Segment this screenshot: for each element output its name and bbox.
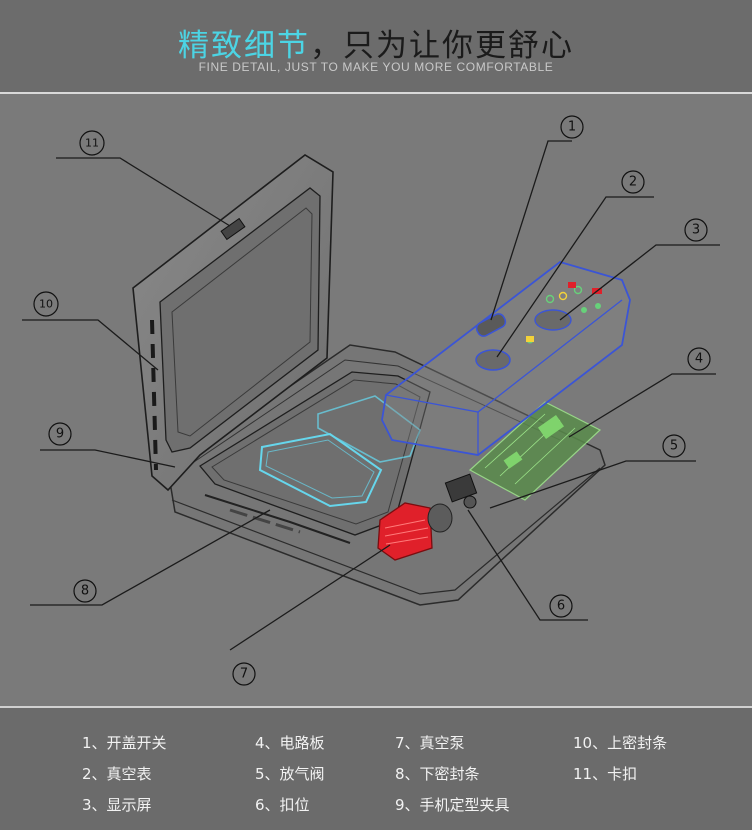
- callout-9: 9: [48, 422, 72, 446]
- header-banner: 精致细节，只为让你更舒心 FINE DETAIL, JUST TO MAKE Y…: [0, 0, 752, 92]
- svg-text:10: 10: [39, 298, 53, 311]
- legend-item-7: 7、真空泵: [395, 734, 465, 752]
- top-housing: [381, 261, 631, 456]
- page-subtitle: FINE DETAIL, JUST TO MAKE YOU MORE COMFO…: [198, 60, 554, 74]
- upper-lid: [132, 154, 334, 492]
- legend-item-4: 4、电路板: [255, 734, 325, 752]
- callout-10: 10: [33, 291, 59, 317]
- vacuum-gauge: [475, 349, 511, 371]
- legend-item-3: 3、显示屏: [82, 796, 152, 814]
- callout-5: 5: [662, 434, 686, 458]
- callout-leaders: [22, 140, 720, 651]
- page-title: 精致细节，只为让你更舒心: [0, 20, 752, 65]
- open-lid-switch: [475, 313, 507, 337]
- legend-item-11: 11、卡扣: [573, 765, 638, 783]
- phone-fixture: [258, 395, 421, 508]
- legend-item-6: 6、扣位: [255, 796, 310, 814]
- svg-text:4: 4: [695, 352, 703, 367]
- parts-legend: 1、开盖开关 2、真空表 3、显示屏 4、电路板 5、放气阀 6、扣位 7、真空…: [0, 708, 752, 830]
- svg-text:2: 2: [629, 175, 637, 190]
- callout-7: 7: [232, 662, 256, 686]
- legend-divider: [0, 706, 752, 708]
- device-illustration: 1 2 3 4 5 6 7 8 9 10 11: [22, 115, 720, 686]
- svg-text:6: 6: [557, 599, 565, 614]
- svg-text:8: 8: [81, 584, 89, 599]
- svg-text:3: 3: [692, 223, 700, 238]
- legend-item-8: 8、下密封条: [395, 765, 480, 783]
- legend-item-9: 9、手机定型夹具: [395, 796, 510, 814]
- callouts: 1 2 3 4 5 6 7 8 9 10 11: [33, 115, 711, 686]
- svg-text:5: 5: [670, 439, 678, 454]
- svg-text:11: 11: [85, 137, 99, 150]
- display-screen: [534, 309, 572, 331]
- callout-11: 11: [79, 130, 105, 156]
- callout-3: 3: [684, 218, 708, 242]
- legend-item-1: 1、开盖开关: [82, 734, 167, 752]
- legend-item-5: 5、放气阀: [255, 765, 325, 783]
- circuit-board: [468, 401, 602, 501]
- svg-text:1: 1: [568, 120, 576, 135]
- header-divider: [0, 92, 752, 94]
- exploded-diagram: 1 2 3 4 5 6 7 8 9 10 11: [0, 94, 752, 706]
- callout-8: 8: [73, 579, 97, 603]
- release-valve: [444, 473, 478, 509]
- vacuum-pump: [377, 502, 453, 561]
- title-rest: ，只为让你更舒心: [310, 28, 574, 64]
- legend-item-10: 10、上密封条: [573, 734, 668, 752]
- svg-text:9: 9: [56, 427, 64, 442]
- svg-text:7: 7: [240, 667, 248, 682]
- callout-4: 4: [687, 347, 711, 371]
- callout-1: 1: [560, 115, 584, 139]
- callout-6: 6: [549, 594, 573, 618]
- callout-2: 2: [621, 170, 645, 194]
- base-tray: [167, 344, 606, 606]
- legend-item-2: 2、真空表: [82, 765, 152, 783]
- title-accent: 精致细节: [178, 28, 310, 64]
